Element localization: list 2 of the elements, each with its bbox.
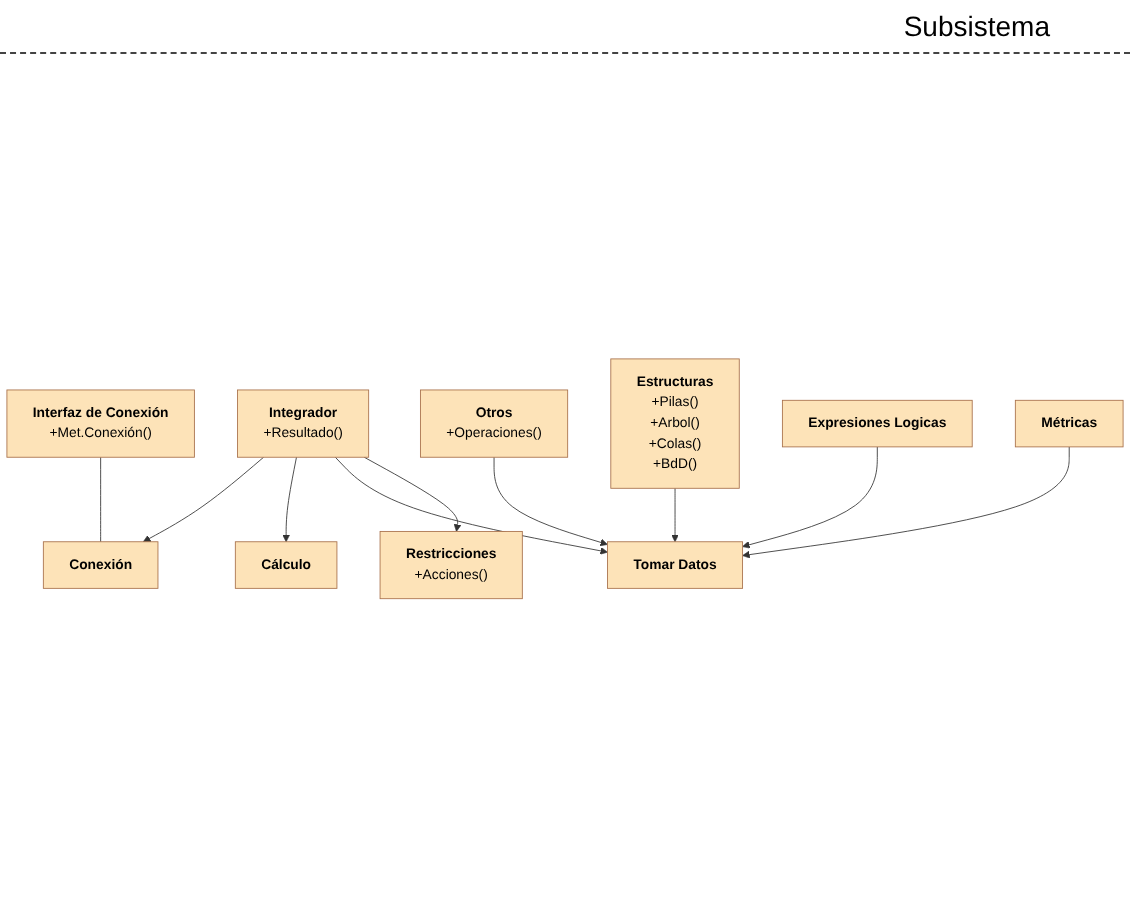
connector xyxy=(100,457,102,543)
subsystem-label: Subsistema xyxy=(903,10,1050,42)
